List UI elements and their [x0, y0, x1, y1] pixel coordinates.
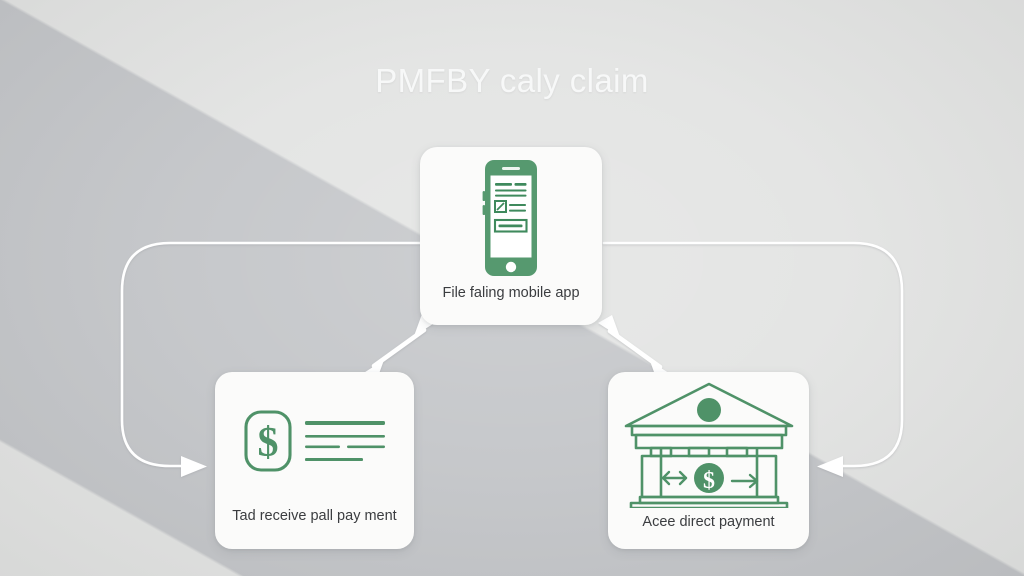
node-label: File faling mobile app [442, 285, 580, 301]
bank-building-icon: $ [620, 380, 798, 508]
node-label: Tad receive pall pay ment [232, 508, 397, 524]
node-receive-payment[interactable]: $ Tad receive pall pay ment [215, 372, 414, 549]
node-direct-payment[interactable]: $ Acee direct payment [608, 372, 809, 549]
money-check-icon: $ [241, 408, 389, 474]
smartphone-form-icon [463, 157, 559, 279]
node-file-claim-mobile-app[interactable]: File faling mobile app [420, 147, 602, 325]
svg-text:$: $ [703, 468, 715, 494]
svg-text:$: $ [257, 420, 278, 466]
node-label: Acee direct payment [642, 514, 775, 530]
page-title: PMFBY caly claim [375, 62, 649, 99]
